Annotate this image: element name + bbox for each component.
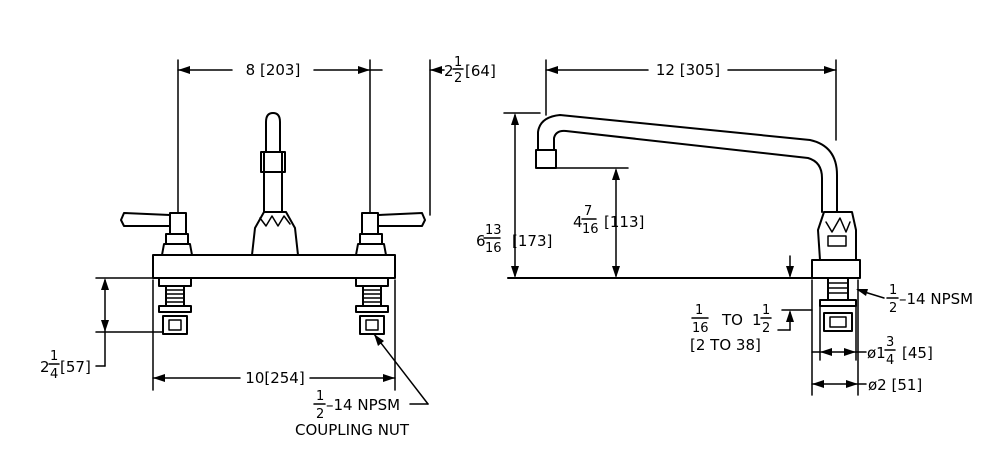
dim-base-width: 10[254] bbox=[245, 369, 304, 387]
svg-text:2: 2 bbox=[316, 407, 324, 422]
center-spout-body bbox=[251, 112, 299, 256]
svg-text:1: 1 bbox=[316, 389, 324, 404]
svg-text:[173]: [173] bbox=[512, 232, 552, 250]
swing-spout bbox=[535, 114, 838, 213]
dim-handle-reach: 2 1 2 [64] bbox=[444, 55, 496, 86]
svg-text:13: 13 bbox=[485, 223, 502, 238]
svg-text:6: 6 bbox=[476, 232, 486, 250]
svg-text:4: 4 bbox=[886, 353, 894, 368]
front-view: 8 [203] 2 1 2 [64] 2 1 4 [57] 10[254 bbox=[40, 55, 496, 439]
left-lever-handle bbox=[120, 212, 193, 256]
side-view: 12 [305] 6 13 16 [173] 4 7 16 [113] bbox=[476, 59, 973, 396]
svg-text:1: 1 bbox=[454, 55, 462, 70]
svg-text:16: 16 bbox=[485, 241, 502, 256]
svg-text:1: 1 bbox=[752, 311, 762, 329]
svg-text:3: 3 bbox=[886, 335, 894, 350]
svg-text:2: 2 bbox=[762, 321, 770, 336]
dim-center-spread: 8 [203] bbox=[246, 61, 301, 79]
dim-deck-thickness: 1 16 TO 1 1 2 [2 TO 38] bbox=[690, 303, 772, 354]
svg-text:16: 16 bbox=[692, 321, 709, 336]
side-shank bbox=[819, 277, 857, 332]
svg-text:[2 TO 38]: [2 TO 38] bbox=[690, 336, 761, 354]
coupling-nut-label: COUPLING NUT bbox=[295, 421, 410, 439]
svg-text:1: 1 bbox=[889, 283, 897, 298]
svg-text:[64]: [64] bbox=[465, 62, 496, 80]
svg-text:1: 1 bbox=[695, 303, 703, 318]
svg-text:1: 1 bbox=[50, 349, 58, 364]
svg-text:[113]: [113] bbox=[604, 213, 644, 231]
svg-text:7: 7 bbox=[584, 204, 592, 219]
side-body bbox=[811, 211, 861, 279]
svg-text:–14 NPSM: –14 NPSM bbox=[326, 396, 400, 414]
left-shank bbox=[158, 277, 192, 335]
svg-text:–14 NPSM: –14 NPSM bbox=[899, 290, 973, 308]
svg-text:2: 2 bbox=[40, 358, 50, 376]
svg-text:4: 4 bbox=[50, 367, 58, 382]
dim-large-diameter: ø2 [51] bbox=[868, 376, 922, 394]
svg-text:2: 2 bbox=[889, 301, 897, 316]
svg-text:ø1: ø1 bbox=[867, 344, 886, 362]
dim-shank-length: 2 1 4 [57] bbox=[40, 349, 91, 382]
right-shank bbox=[355, 277, 389, 335]
dim-small-diameter: ø1 3 4 [45] bbox=[867, 335, 933, 368]
svg-text:2: 2 bbox=[444, 62, 454, 80]
svg-text:[45]: [45] bbox=[902, 344, 933, 362]
coupling-nut-callout: 1 2 –14 NPSM COUPLING NUT bbox=[295, 389, 410, 439]
dim-outlet-height: 4 7 16 [113] bbox=[573, 204, 644, 237]
svg-text:[57]: [57] bbox=[60, 358, 91, 376]
dim-overall-height: 6 13 16 [173] bbox=[476, 223, 552, 256]
deck-plate bbox=[152, 254, 396, 279]
svg-text:16: 16 bbox=[582, 222, 599, 237]
svg-text:4: 4 bbox=[573, 213, 583, 231]
svg-text:2: 2 bbox=[454, 71, 462, 86]
side-thread-callout: 1 2 –14 NPSM bbox=[886, 283, 973, 316]
right-lever-handle bbox=[355, 212, 426, 256]
svg-text:1: 1 bbox=[762, 303, 770, 318]
svg-text:TO: TO bbox=[721, 311, 743, 329]
dim-spout-reach: 12 [305] bbox=[656, 61, 720, 79]
